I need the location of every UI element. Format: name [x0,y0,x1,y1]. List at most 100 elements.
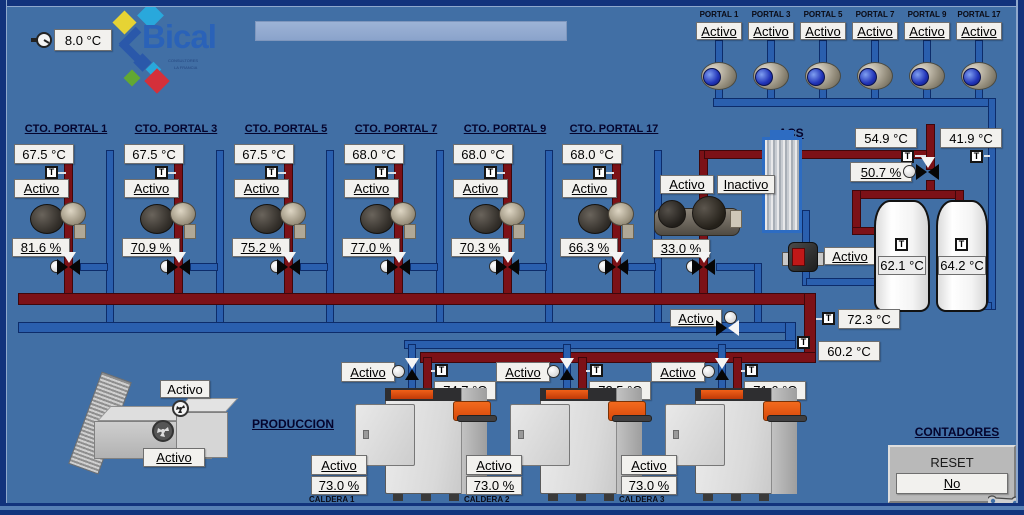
valve-actuator-icon [702,365,715,378]
logo-subtitle: LA FRANCIA [174,65,198,70]
circuit-status-button[interactable]: Activo [14,179,69,198]
outdoor-temp-readout: 8.0 °C [54,29,112,51]
portal-label: PORTAL 1 [699,10,739,19]
valve-percent-button[interactable]: 70.3 % [451,238,509,257]
portal-label: PORTAL 17 [957,10,1001,19]
boiler-power-button[interactable]: 73.0 % [621,476,677,495]
circuit-title: CTO. PORTAL 5 [244,123,328,135]
boiler-valve-status-button[interactable]: Activo [496,362,550,382]
portal-status-button[interactable]: Activo [800,22,846,40]
two-way-valve-icon [560,369,574,380]
acs-pump-b-status-button[interactable]: Inactivo [717,175,775,194]
valve-percent-button[interactable]: 81.6 % [12,238,70,257]
sensor-tick [431,370,436,372]
valve-actuator-icon [903,165,916,178]
frame-border [0,510,1024,515]
circulator-pump-icon [248,200,312,240]
three-way-valve-icon [692,259,703,275]
portal-pump-icon [701,60,738,92]
boiler-power-button[interactable]: 73.0 % [311,476,367,495]
three-way-valve-icon [501,252,515,263]
temp-sensor-icon: T [590,364,603,377]
frame-border [6,0,7,515]
pipe-return-right [988,98,996,310]
pipe-segment [628,263,656,271]
two-way-valve-icon [405,358,419,369]
reset-button[interactable]: No [896,473,1008,494]
portal-pump-icon [961,60,998,92]
three-way-valve-icon [392,252,406,263]
circuit-status-button[interactable]: Activo [344,179,399,198]
acs-recirc-status-button[interactable]: Activo [824,247,876,265]
boiler-status-button[interactable]: Activo [311,455,367,475]
circuit-status-button[interactable]: Activo [453,179,508,198]
ahu-status-bottom[interactable]: Activo [143,448,205,467]
sensor-tick [586,370,591,372]
sensor-tick [606,172,614,174]
portal-status-button[interactable]: Activo [956,22,1002,40]
temp-sensor-icon: T [745,364,758,377]
frame-border [0,0,1024,6]
pipe-portal-header [713,98,996,107]
circuit-status-button[interactable]: Activo [124,179,179,198]
boiler-name: CALDERA 2 [464,495,510,504]
three-way-valve-icon [916,164,927,180]
pipe-segment [806,278,876,286]
circuit-title: CTO. PORTAL 3 [134,123,218,135]
valve-percent-button[interactable]: 75.2 % [232,238,290,257]
three-way-valve-icon [277,259,288,275]
acs-return-temp-readout: 41.9 °C [940,128,1002,148]
boiler-status-button[interactable]: Activo [621,455,677,475]
pipe-boiler-supply [420,352,816,363]
acs-twin-pump-icon [650,196,744,242]
portal-status-button[interactable]: Activo [904,22,950,40]
boiler-power-button[interactable]: 73.0 % [466,476,522,495]
three-way-valve-icon [928,164,939,180]
pipe-segment [519,263,547,271]
pipe-supply-header [18,293,816,305]
temp-sensor-icon: T [435,364,448,377]
outdoor-sensor-icon [31,32,52,48]
pipe-segment [716,263,756,271]
acs-pump-a-status-button[interactable]: Activo [660,175,714,194]
circuit-temp-readout: 67.5 °C [234,144,294,164]
boiler-valve-status-button[interactable]: Activo [651,362,705,382]
three-way-valve-icon [704,259,715,275]
three-way-valve-icon [167,259,178,275]
temp-sensor-icon: T [797,336,810,349]
portal-status-button[interactable]: Activo [748,22,794,40]
ahu-status-top[interactable]: Activo [160,380,210,398]
acs-valve-percent-button[interactable]: 33.0 % [652,239,710,258]
portal-status-button[interactable]: Activo [696,22,742,40]
valve-percent-button[interactable]: 66.3 % [560,238,618,257]
circuit-status-button[interactable]: Activo [562,179,617,198]
two-way-valve-icon [716,320,727,336]
circuit-title: CTO. PORTAL 17 [569,123,659,135]
temp-sensor-icon: T [822,312,835,325]
sensor-tick [741,370,746,372]
pipe-segment [410,263,438,271]
tank2-temp-readout: 64.2 °C [938,256,986,275]
boiler-status-button[interactable]: Activo [466,455,522,475]
portal-status-button[interactable]: Activo [852,22,898,40]
portal-label: PORTAL 7 [855,10,895,19]
three-way-valve-icon [399,259,410,275]
two-way-valve-icon [715,358,729,369]
sensor-tick [388,172,396,174]
logo-subtitle: CONSULTORES [168,58,199,63]
three-way-valve-icon [605,259,616,275]
circuit-title: CTO. PORTAL 7 [354,123,438,135]
three-way-valve-icon [69,259,80,275]
three-way-valve-icon [508,259,519,275]
bypass-status-button[interactable]: Activo [670,309,722,327]
production-title: PRODUCCION [251,417,334,431]
reset-label: RESET [930,455,974,470]
valve-percent-button[interactable]: 77.0 % [342,238,400,257]
valve-percent-button[interactable]: 70.9 % [122,238,180,257]
tank1-temp-readout: 62.1 °C [878,256,926,275]
temp-sensor-icon: T [955,238,968,251]
circuit-status-button[interactable]: Activo [234,179,289,198]
two-way-valve-icon [560,358,574,369]
boiler-valve-status-button[interactable]: Activo [341,362,395,382]
